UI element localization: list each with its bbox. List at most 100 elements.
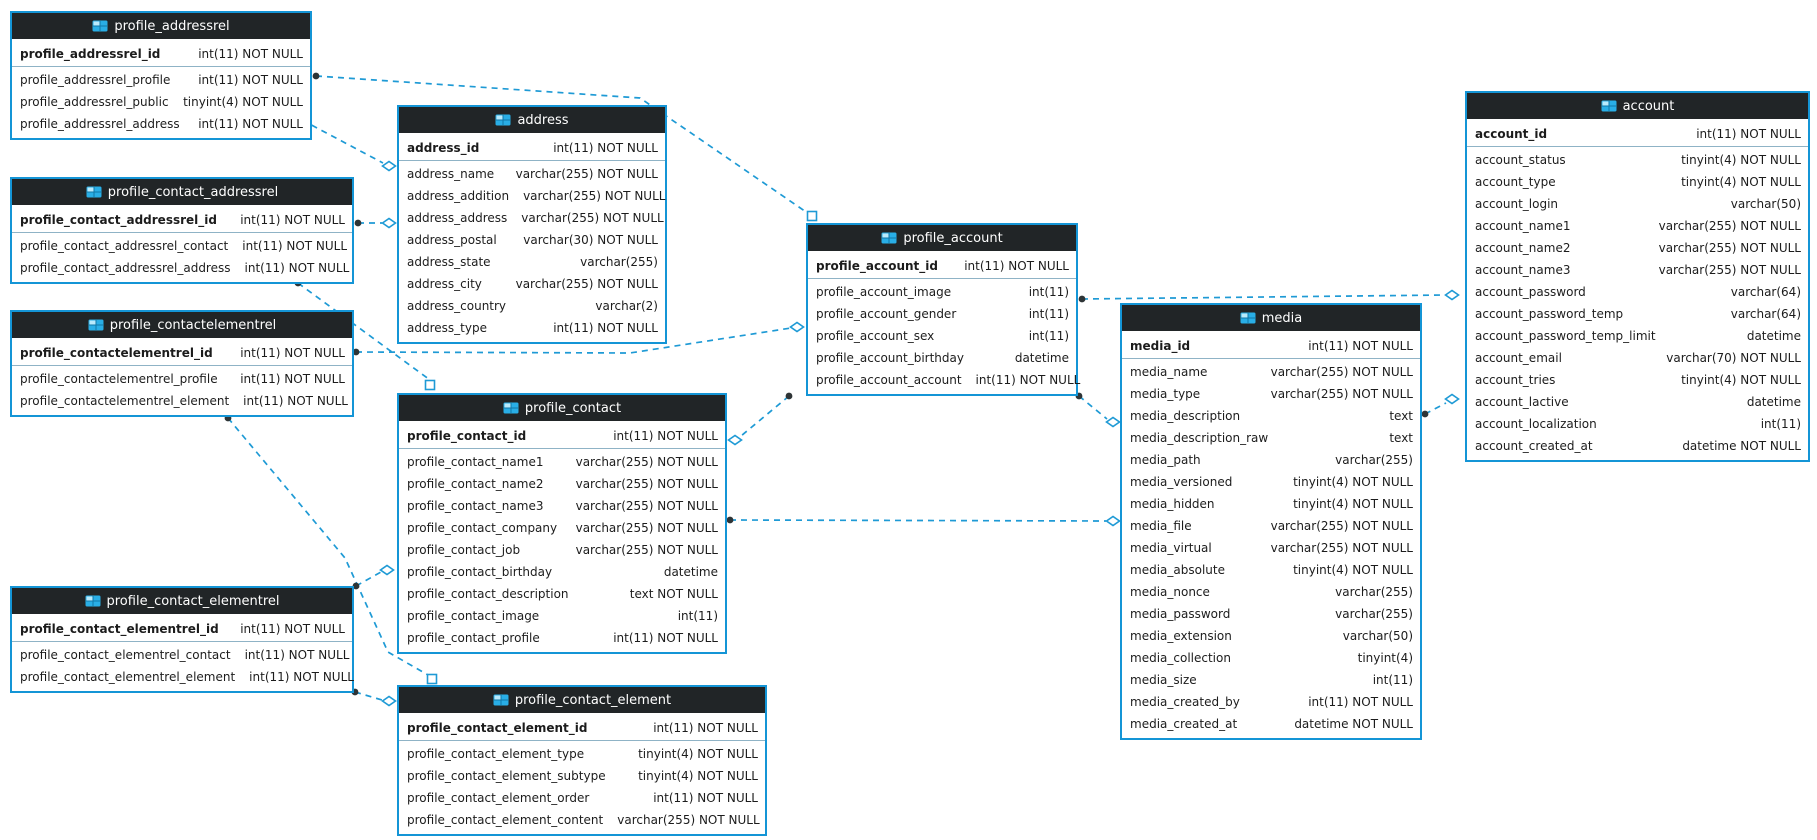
table-profile_contact_elementrel[interactable]: profile_contact_elementrel profile_conta… [10,586,354,693]
relationship-profile_contact_elementrel-profile_contact[interactable] [352,564,395,590]
table-header[interactable]: media [1122,305,1420,331]
relationship-profile_contact_elementrel-profile_contact_element[interactable] [351,688,397,707]
relationship-profile_contact-profile_account[interactable] [727,392,793,446]
table-header[interactable]: account [1467,93,1808,119]
relationship-profile_contactelementrel-profile_account[interactable] [352,321,805,356]
table-profile_addressrel[interactable]: profile_addressrel profile_addressrel_id… [10,11,312,140]
relationship-profile_account-media[interactable] [1075,392,1121,428]
table-profile_contactelementrel[interactable]: profile_contactelementrel profile_contac… [10,310,354,417]
table-header[interactable]: profile_contact [399,395,725,421]
table-header[interactable]: address [399,107,665,133]
relationship-profile_contact_addressrel-address[interactable] [354,217,397,229]
relationship-media-account[interactable] [1421,393,1460,418]
table-header[interactable]: profile_contact_addressrel [12,179,352,205]
relationship-profile_account-account[interactable] [1078,289,1460,303]
table-profile_contact_addressrel[interactable]: profile_contact_addressrel profile_conta… [10,177,354,284]
table-header[interactable]: profile_addressrel [12,13,310,39]
relationship-profile_addressrel-profile_account[interactable] [312,72,818,222]
table-header[interactable]: profile_contactelementrel [12,312,352,338]
table-header[interactable]: profile_contact_element [399,687,765,713]
relationship-profile_contact-media[interactable] [726,515,1121,527]
table-profile_contact_element[interactable]: profile_contact_element profile_contact_… [397,685,767,836]
